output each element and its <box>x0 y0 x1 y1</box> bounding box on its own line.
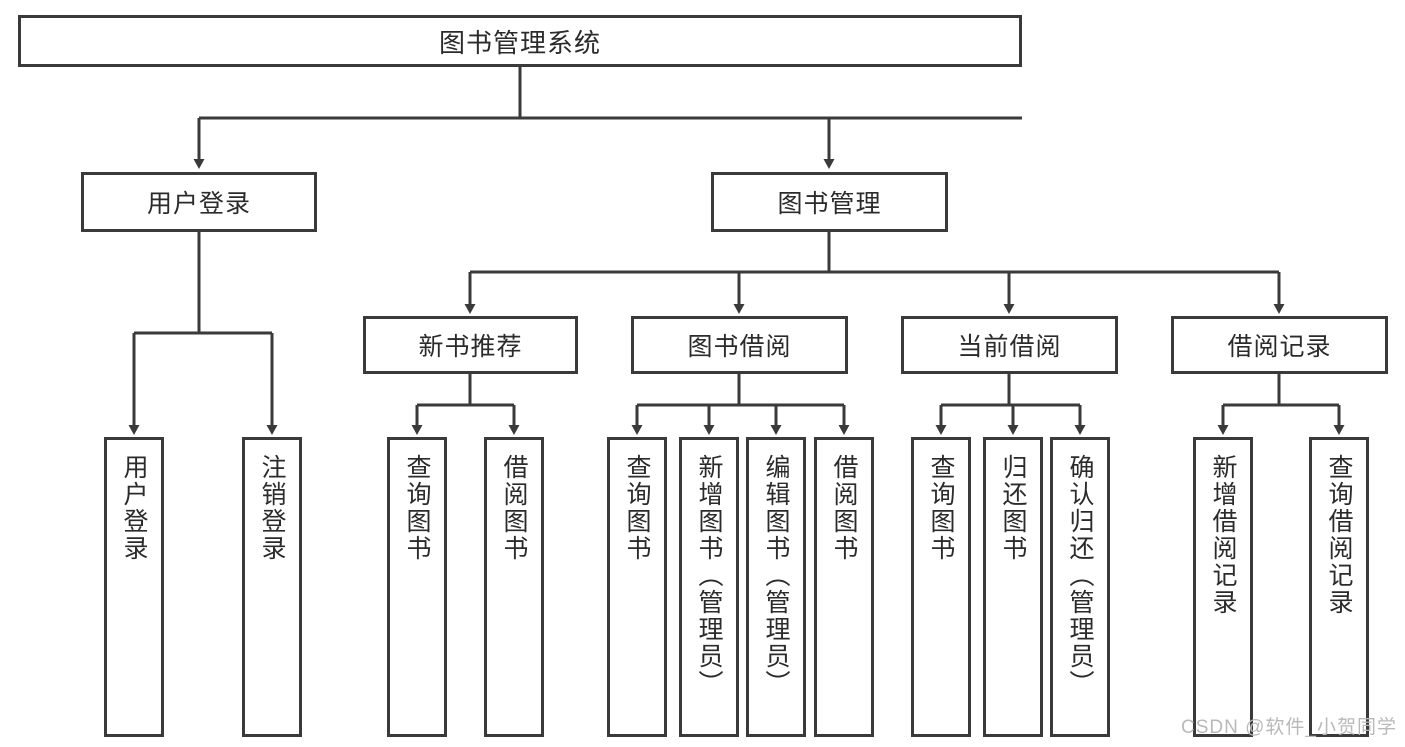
node-book-manage-label: 图书管理 <box>777 190 882 218</box>
node-book-borrow-label: 图书借阅 <box>687 333 792 361</box>
node-leaf-query-book-rec[interactable]: 查询图书 <box>387 437 447 737</box>
node-leaf-edit-book-admin[interactable]: 编辑图书（管理员） <box>746 437 806 737</box>
node-leaf-borrow-book-rec[interactable]: 借阅图书 <box>484 437 544 737</box>
node-leaf-user-login-label: 用户登录 <box>120 454 148 562</box>
node-leaf-return-book-label: 归还图书 <box>999 454 1027 562</box>
node-leaf-add-book-admin[interactable]: 新增图书（管理员） <box>679 437 739 737</box>
node-new-book-rec-label: 新书推荐 <box>418 333 523 361</box>
node-leaf-borrow-book-label: 借阅图书 <box>830 454 858 562</box>
node-leaf-add-borrow-record[interactable]: 新增借阅记录 <box>1193 437 1253 737</box>
node-leaf-query-book-rec-label: 查询图书 <box>403 454 431 562</box>
node-leaf-return-book[interactable]: 归还图书 <box>983 437 1043 737</box>
node-leaf-confirm-return-admin[interactable]: 确认归还（管理员） <box>1050 437 1110 737</box>
node-leaf-query-book-current-label: 查询图书 <box>927 454 955 562</box>
node-current-borrow[interactable]: 当前借阅 <box>901 316 1118 374</box>
node-root[interactable]: 图书管理系统 <box>18 15 1022 67</box>
node-borrow-record-label: 借阅记录 <box>1227 333 1332 361</box>
node-leaf-query-book-borrow[interactable]: 查询图书 <box>607 437 667 737</box>
node-leaf-edit-book-admin-label: 编辑图书（管理员） <box>762 454 790 697</box>
node-leaf-confirm-return-admin-label: 确认归还（管理员） <box>1066 454 1094 697</box>
node-leaf-borrow-book-rec-label: 借阅图书 <box>500 454 528 562</box>
node-new-book-rec[interactable]: 新书推荐 <box>363 316 578 374</box>
node-leaf-borrow-book[interactable]: 借阅图书 <box>814 437 874 737</box>
node-leaf-query-borrow-record[interactable]: 查询借阅记录 <box>1309 437 1369 737</box>
node-leaf-user-logout[interactable]: 注销登录 <box>242 437 302 737</box>
node-leaf-query-borrow-record-label: 查询借阅记录 <box>1325 454 1353 616</box>
node-leaf-add-book-admin-label: 新增图书（管理员） <box>695 454 723 697</box>
node-book-borrow[interactable]: 图书借阅 <box>631 316 848 374</box>
node-user-login-label: 用户登录 <box>146 190 251 218</box>
node-borrow-record[interactable]: 借阅记录 <box>1171 316 1388 374</box>
node-leaf-query-book-borrow-label: 查询图书 <box>623 454 651 562</box>
node-user-login[interactable]: 用户登录 <box>81 172 317 232</box>
node-leaf-add-borrow-record-label: 新增借阅记录 <box>1209 454 1237 616</box>
node-leaf-query-book-current[interactable]: 查询图书 <box>911 437 971 737</box>
node-leaf-user-login[interactable]: 用户登录 <box>104 437 164 737</box>
node-book-manage[interactable]: 图书管理 <box>711 172 948 232</box>
node-current-borrow-label: 当前借阅 <box>957 333 1062 361</box>
watermark: CSDN @软件_小贺同学 <box>1181 717 1397 738</box>
node-root-label: 图书管理系统 <box>438 27 601 58</box>
node-leaf-user-logout-label: 注销登录 <box>258 454 286 562</box>
